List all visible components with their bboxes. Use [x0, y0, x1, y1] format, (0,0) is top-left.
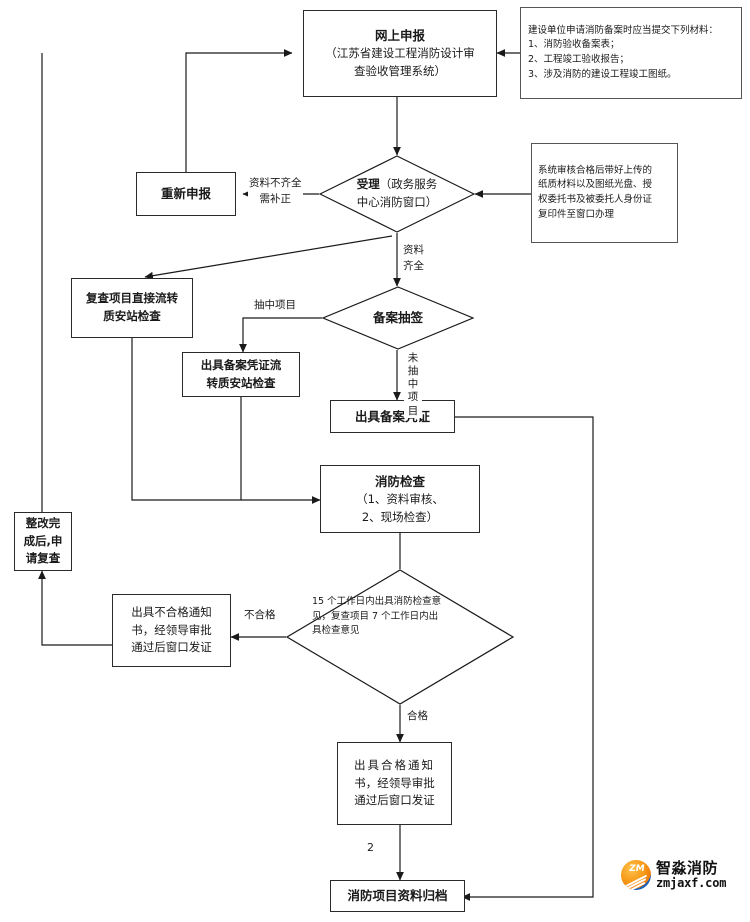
node-reapply[interactable]: 重新申报 — [136, 172, 236, 216]
edge-accept-to-recheck-transfer — [144, 235, 393, 280]
note-window-line4: 复印件至窗口办理 — [538, 208, 615, 220]
node-recheck-direct-transfer[interactable]: 复查项目直接流转 质安站检查 — [71, 278, 193, 338]
node-issue-record-certificate[interactable]: 出具备案凭证 — [330, 400, 455, 433]
note-materials-line4: 3、涉及消防的建设工程竣工图纸。 — [528, 68, 677, 80]
node-online-application[interactable]: 网上申报 （江苏省建设工程消防设计审 查验收管理系统） — [303, 10, 497, 97]
edge-lottery-to-issue-cert-transfer — [239, 317, 322, 353]
rectify-line1: 整改完 — [25, 515, 61, 530]
online-application-title: 网上申报 — [374, 28, 425, 43]
fire-inspection-line2: （1、资料审核、 — [356, 491, 444, 506]
edge-label-not-selected: 未抽中项目 — [404, 352, 422, 418]
page-number-text: 2 — [367, 841, 374, 854]
pass-notice-line2: 书，经领导审批 — [354, 775, 435, 790]
edge-label-need-supplement: 资料不齐全 需补正 — [248, 176, 303, 208]
node-pass-notice[interactable]: 出具合格通知 书，经领导审批 通过后窗口发证 — [337, 742, 452, 825]
note-window-line3: 权委托书及被委托人身份证 — [538, 194, 653, 205]
need-supplement-line1: 资料不齐全 — [249, 177, 302, 189]
edge-label-fail: 不合格 — [243, 608, 277, 624]
decision-line2: 见，复查项目 7 个工作日内出 — [312, 610, 439, 622]
logo-chinese-text: 智淼消防 — [656, 858, 719, 877]
online-application-sub1: （江苏省建设工程消防设计审 — [325, 46, 475, 61]
fail-notice-line2: 书，经领导审批 — [131, 622, 212, 637]
site-logo: ZM 智淼消防 zmjaxf.com — [621, 860, 726, 890]
node-archive-project-files[interactable]: 消防项目资料归档 — [330, 880, 465, 912]
note-window-handling: 系统审核合格后带好上传的 纸质材料以及图纸光盘、授 权委托书及被委托人身份证 复… — [531, 143, 678, 243]
fail-notice-line3: 通过后窗口发证 — [131, 640, 212, 655]
edge-fail-to-rectify — [38, 570, 112, 646]
materials-complete-line1: 资料 — [403, 244, 424, 256]
node-inspection-decision[interactable]: 15 个工作日内出具消防检查意 见，复查项目 7 个工作日内出 具检查意见 — [286, 569, 514, 705]
edge-label-selected-project: 抽中项目 — [253, 298, 297, 314]
archive-label: 消防项目资料归档 — [347, 888, 448, 904]
accept-label-paren: （政务服务 — [379, 177, 438, 192]
note-window-line2: 纸质材料以及图纸光盘、授 — [538, 179, 653, 191]
edge-reapply-to-apply — [185, 49, 293, 172]
node-record-lottery[interactable]: 备案抽签 — [322, 286, 474, 350]
node-rectify-and-request-recheck[interactable]: 整改完 成后,申 请复查 — [14, 512, 72, 571]
rectify-line2: 成后,申 — [23, 533, 63, 548]
fail-text: 不合格 — [244, 609, 276, 621]
node-fire-inspection[interactable]: 消防检查 （1、资料审核、 2、现场检查） — [320, 465, 480, 533]
note-window-line1: 系统审核合格后带好上传的 — [538, 164, 653, 176]
accept-label-row1: 受理（政务服务 — [357, 176, 438, 194]
pass-notice-line3: 通过后窗口发证 — [354, 793, 435, 808]
logo-english-text: zmjaxf.com — [656, 875, 727, 890]
lottery-label: 备案抽签 — [372, 310, 423, 326]
issue-cert-transfer-line2: 转质安站检查 — [206, 375, 276, 390]
note-materials-line1: 建设单位申请消防备案时应当提交下列材料： — [528, 24, 719, 36]
lottery-diamond-shape — [322, 286, 474, 350]
issue-cert-transfer-line1: 出具备案凭证流 — [200, 357, 282, 372]
note-materials-line3: 2、工程竣工验收报告； — [528, 54, 630, 65]
accept-diamond-shape — [319, 155, 475, 233]
accept-label-row2: 中心消防窗口） — [356, 195, 438, 209]
fail-notice-line1: 出具不合格通知 — [131, 604, 212, 619]
pass-text: 合格 — [407, 710, 428, 722]
rectify-line3: 请复查 — [25, 551, 61, 566]
materials-complete-line2: 齐全 — [403, 259, 424, 272]
selected-project-text: 抽中项目 — [254, 299, 296, 311]
node-fail-notice[interactable]: 出具不合格通知 书，经领导审批 通过后窗口发证 — [112, 594, 231, 667]
edge-label-pass: 合格 — [406, 709, 429, 725]
edge-label-materials-complete: 资料 齐全 — [402, 243, 425, 275]
online-application-sub2: 查验收管理系统） — [354, 64, 446, 79]
fire-inspection-line3: 2、现场检查） — [361, 509, 439, 524]
node-accept[interactable]: 受理（政务服务 中心消防窗口） — [319, 155, 475, 233]
logo-mark-text: ZM — [628, 864, 646, 874]
edge-label-page-number: 2 — [366, 840, 375, 857]
accept-label-strong: 受理 — [356, 177, 380, 192]
recheck-transfer-line1: 复查项目直接流转 — [86, 291, 178, 306]
need-supplement-line2: 需补正 — [259, 192, 292, 205]
decision-line3: 具检查意见 — [312, 625, 360, 637]
pass-notice-line1: 出具合格通知 — [354, 757, 435, 772]
recheck-transfer-line2: 质安站检查 — [103, 309, 161, 323]
logo-mark-icon: ZM — [621, 860, 651, 890]
fire-inspection-title: 消防检查 — [374, 473, 425, 489]
reapply-label: 重新申报 — [160, 186, 211, 202]
note-materials-line2: 1、消防验收备案表； — [528, 39, 620, 51]
note-required-materials: 建设单位申请消防备案时应当提交下列材料： 1、消防验收备案表； 2、工程竣工验收… — [520, 7, 742, 99]
node-issue-cert-transfer[interactable]: 出具备案凭证流 转质安站检查 — [182, 352, 300, 397]
not-selected-text: 未抽中项目 — [407, 352, 419, 417]
decision-line1: 15 个工作日内出具消防检查意 — [312, 596, 442, 607]
